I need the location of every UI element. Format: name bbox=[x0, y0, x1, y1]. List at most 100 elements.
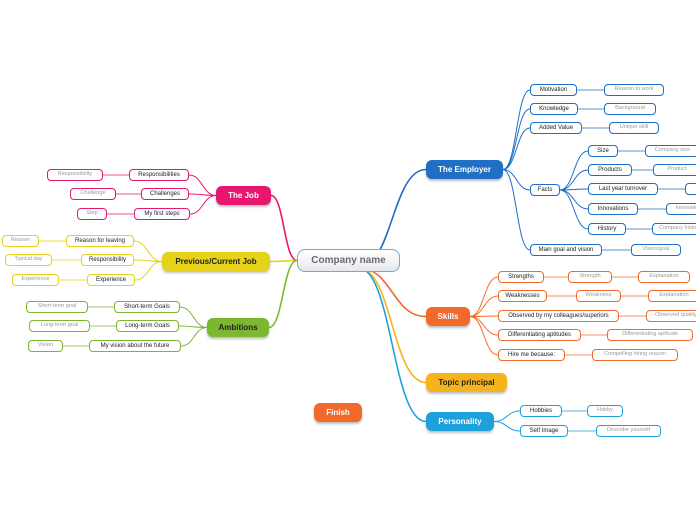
ambitions-sub-long-term-goals[interactable]: Long-term Goals bbox=[116, 320, 179, 332]
previous-leaf-reason[interactable]: Reason bbox=[2, 235, 39, 247]
personality-leaf-describe-yourself-label: Describe yourself bbox=[606, 427, 651, 434]
skills-sub-hire-me-because[interactable]: Hire me because: bbox=[498, 349, 565, 361]
employer-leaf-background[interactable]: Background bbox=[604, 103, 656, 115]
employer-leaf-reason-to-work[interactable]: Reason to work bbox=[604, 84, 664, 96]
branch-personality[interactable]: Personality bbox=[426, 412, 494, 431]
employer-leaf-unique-skill[interactable]: Unique skill bbox=[609, 122, 659, 134]
facts-leaf-company-size[interactable]: Company size bbox=[645, 145, 696, 157]
skills-sub-differentiating-aptitudes[interactable]: Differentiating aptitudes bbox=[498, 329, 581, 341]
job-leaf-responsibility-label: Responsibility bbox=[57, 171, 93, 178]
facts-leaf-innovation[interactable]: Innovation bbox=[666, 203, 696, 215]
ambitions-leaf-vision[interactable]: Vision bbox=[28, 340, 63, 352]
job-leaf-step[interactable]: Step bbox=[77, 208, 107, 220]
branch-employer[interactable]: The Employer bbox=[426, 160, 503, 179]
facts-sub-size[interactable]: Size bbox=[588, 145, 618, 157]
employer-sub-main-goal-and-vision-label: Main goal and vision bbox=[538, 247, 594, 253]
branch-job[interactable]: The Job bbox=[216, 186, 271, 205]
link-ambitions-short-term-goals bbox=[179, 306, 208, 328]
link-skills bbox=[358, 267, 427, 318]
skills-leaf-observed-quality[interactable]: Observed quality bbox=[646, 310, 696, 322]
branch-previous-label: Previous/Current Job bbox=[175, 256, 257, 266]
personality-sub-hobbies-label: Hobbies bbox=[529, 408, 552, 414]
previous-sub-experience[interactable]: Experience bbox=[87, 274, 135, 286]
previous-leaf-typical-day-label: Typical day bbox=[14, 256, 43, 263]
ambitions-leaf-short-term-goal[interactable]: Short-term goal bbox=[26, 301, 88, 313]
previous-leaf-reason-label: Reason bbox=[10, 237, 31, 244]
ambitions-sub-my-vision-about-the-future[interactable]: My vision about the future bbox=[89, 340, 181, 352]
link-facts-products bbox=[559, 169, 589, 191]
skills-leaf-differentiating-aptitude-label: Differentiating aptitude bbox=[622, 331, 678, 338]
personality-sub-hobbies[interactable]: Hobbies bbox=[520, 405, 562, 417]
previous-leaf-typical-day[interactable]: Typical day bbox=[5, 254, 52, 266]
personality-sub-self-image[interactable]: Self Image bbox=[520, 425, 568, 437]
skills-leaf-weakness[interactable]: Weakness bbox=[576, 290, 621, 302]
skills-sub-observed-by-my-colleagues-superiors[interactable]: Observed by my colleagues/superiors bbox=[498, 310, 619, 322]
facts-leaf-company-history[interactable]: Company history bbox=[652, 223, 696, 235]
link-facts-size bbox=[559, 150, 589, 191]
previous-sub-responsibility-label: Responsibility bbox=[88, 257, 127, 263]
personality-leaf-hobby[interactable]: Hobby bbox=[587, 405, 623, 417]
skills-sub-strengths[interactable]: Strengths bbox=[498, 271, 544, 283]
employer-leaf-vision-goal[interactable]: Vision/goal bbox=[631, 244, 681, 256]
skills-leaf-compelling-hiring-reason[interactable]: Compelling hiring reason bbox=[592, 349, 678, 361]
job-leaf-challenge-label: Challenge bbox=[80, 190, 106, 197]
branch-job-label: The Job bbox=[228, 190, 259, 200]
employer-sub-motivation[interactable]: Motivation bbox=[530, 84, 577, 96]
facts-leaf-turnover[interactable]: Turnover bbox=[685, 183, 696, 195]
central-topic-label: Company name bbox=[311, 254, 386, 266]
link-skills-weaknesses bbox=[469, 295, 499, 317]
ambitions-sub-short-term-goals[interactable]: Short-term Goals bbox=[114, 301, 180, 313]
facts-leaf-product-label: Product bbox=[667, 166, 687, 173]
facts-sub-innovations[interactable]: Innovations bbox=[588, 203, 638, 215]
employer-sub-knowledge[interactable]: Knowledge bbox=[530, 103, 578, 115]
floating-topic-finish-label: Finish bbox=[326, 407, 350, 417]
link-previous-experience bbox=[134, 261, 163, 281]
branch-skills[interactable]: Skills bbox=[426, 307, 470, 326]
link-previous-reason-for-leaving bbox=[133, 240, 163, 262]
facts-leaf-company-size-label: Company size bbox=[654, 147, 691, 154]
job-sub-my-first-steps[interactable]: My first steps bbox=[134, 208, 190, 220]
branch-previous[interactable]: Previous/Current Job bbox=[162, 252, 270, 271]
previous-sub-responsibility[interactable]: Responsibility bbox=[81, 254, 134, 266]
link-ambitions bbox=[268, 259, 298, 329]
skills-sub-weaknesses[interactable]: Weaknesses bbox=[498, 290, 547, 302]
skills-leaf-strength[interactable]: Strength bbox=[568, 271, 612, 283]
personality-leaf-describe-yourself[interactable]: Describe yourself bbox=[596, 425, 661, 437]
link-skills-strengths bbox=[469, 276, 499, 317]
floating-topic-finish[interactable]: Finish bbox=[314, 403, 362, 422]
central-topic[interactable]: Company name bbox=[297, 249, 400, 272]
branch-skills-label: Skills bbox=[437, 311, 459, 321]
facts-sub-history[interactable]: History bbox=[588, 223, 626, 235]
ambitions-leaf-long-term-goal[interactable]: Long-term goal bbox=[29, 320, 90, 332]
job-sub-challenges[interactable]: Challenges bbox=[141, 188, 189, 200]
employer-sub-facts[interactable]: Facts bbox=[530, 184, 560, 196]
job-sub-challenges-label: Challenges bbox=[149, 191, 181, 197]
previous-leaf-experience[interactable]: Experience bbox=[12, 274, 59, 286]
skills-leaf-explanation[interactable]: Explanation bbox=[648, 290, 696, 302]
ambitions-leaf-long-term-goal-label: Long-term goal bbox=[40, 322, 79, 329]
skills-sub-strengths-label: Strengths bbox=[508, 274, 534, 280]
employer-sub-added-value[interactable]: Added Value bbox=[530, 122, 582, 134]
skills-leaf-differentiating-aptitude[interactable]: Differentiating aptitude bbox=[607, 329, 693, 341]
previous-sub-reason-for-leaving[interactable]: Reason for leaving bbox=[66, 235, 134, 247]
branch-ambitions[interactable]: Ambitions bbox=[207, 318, 269, 337]
job-leaf-challenge[interactable]: Challenge bbox=[70, 188, 116, 200]
skills-leaf-explanation[interactable]: Explanation bbox=[638, 271, 690, 283]
employer-leaf-unique-skill-label: Unique skill bbox=[619, 124, 649, 131]
job-leaf-responsibility[interactable]: Responsibility bbox=[47, 169, 103, 181]
facts-sub-last-year-turnover[interactable]: Last year turnover bbox=[588, 183, 658, 195]
branch-topic[interactable]: Topic principal bbox=[426, 373, 507, 392]
job-sub-responsibilities[interactable]: Responsibilities bbox=[129, 169, 189, 181]
employer-sub-main-goal-and-vision[interactable]: Main goal and vision bbox=[530, 244, 602, 256]
branch-employer-label: The Employer bbox=[438, 164, 491, 174]
skills-leaf-explanation-label: Explanation bbox=[649, 273, 679, 280]
link-employer-main-goal-and-vision bbox=[502, 169, 531, 251]
employer-sub-motivation-label: Motivation bbox=[539, 87, 568, 93]
link-job-responsibilities bbox=[188, 174, 217, 196]
employer-sub-facts-label: Facts bbox=[537, 187, 553, 193]
ambitions-sub-long-term-goals-label: Long-term Goals bbox=[125, 323, 170, 329]
facts-leaf-product[interactable]: Product bbox=[653, 164, 696, 176]
facts-sub-products[interactable]: Products bbox=[588, 164, 632, 176]
